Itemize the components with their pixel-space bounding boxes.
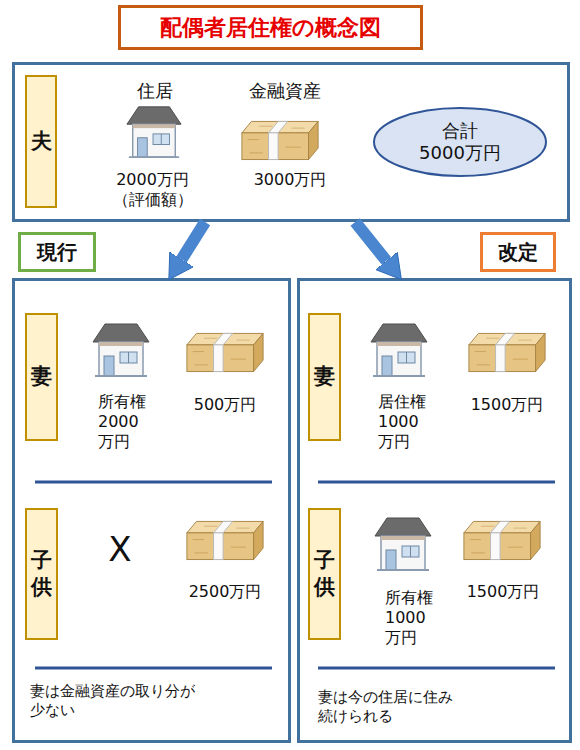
asset-name: 住居 [115,80,195,103]
asset-value: 3000万円 [240,170,340,190]
house-icon [127,107,181,157]
money-icon [187,521,263,559]
divider-line [35,481,272,484]
asset-name: 金融資産 [230,80,340,103]
scenario-box: 所有権 2000 万円 500万円 X 2500万円妻は金融資産の取り分が 少ない 妻子… [12,278,291,743]
divider-line [318,481,555,484]
house-icon [371,324,427,376]
node-label: 子供 [27,547,56,602]
asset-value: 居住権 1000 万円 [378,392,438,452]
ellipse-shape [374,108,546,176]
person-label: 子供 [25,508,58,640]
title-box: 配偶者居住権の概念図 [118,5,423,50]
note-text: 妻は今の住居に住み 続けられる [318,688,518,726]
house-icon [375,518,431,570]
scenario-label: 現行 [18,232,96,272]
scenario-box: 居住権 1000 万円1500万円所有権 1000 万円1500万円妻は今の住居… [297,278,572,743]
asset-value: 2000万円 （評価額） [105,170,200,210]
estate-box: 住居 2000万円 （評価額） 金融資産 3000万円 夫 合計 5000万円 [12,62,570,222]
divider-line [318,667,555,670]
node-label: 子供 [310,547,339,602]
asset-value: 2500万円 [180,582,270,602]
money-icon [469,333,545,371]
note-text: 妻は金融資産の取り分が 少ない [30,682,220,720]
node-label: 夫 [27,128,55,155]
asset-value: 1500万円 [462,395,552,415]
asset-value: 500万円 [180,395,270,415]
asset-value: 1500万円 [458,582,548,602]
flow-arrow [182,222,205,259]
money-icon [187,333,263,371]
node-label: 改定 [498,240,538,265]
money-icon [242,121,318,159]
node-label: 妻 [310,363,339,390]
person-label: 子供 [308,508,341,640]
diagram-title: 配偶者居住権の概念図 [160,14,381,42]
node-label: 妻 [27,363,56,390]
asset-value: 所有権 1000 万円 [385,588,445,648]
node-label: 現行 [37,240,77,265]
money-icon [464,521,540,559]
flow-arrow [355,222,386,261]
node-label: 合計 5000万円 [405,120,515,165]
total-ellipse: 合計 5000万円 [372,106,548,178]
none-mark: X [95,528,145,571]
person-label: 夫 [25,75,57,208]
person-label: 妻 [308,313,341,441]
scenario-label: 改定 [480,232,556,272]
divider-line [35,667,272,670]
house-icon [93,324,149,376]
person-label: 妻 [25,313,58,441]
asset-value: 所有権 2000 万円 [98,392,158,452]
